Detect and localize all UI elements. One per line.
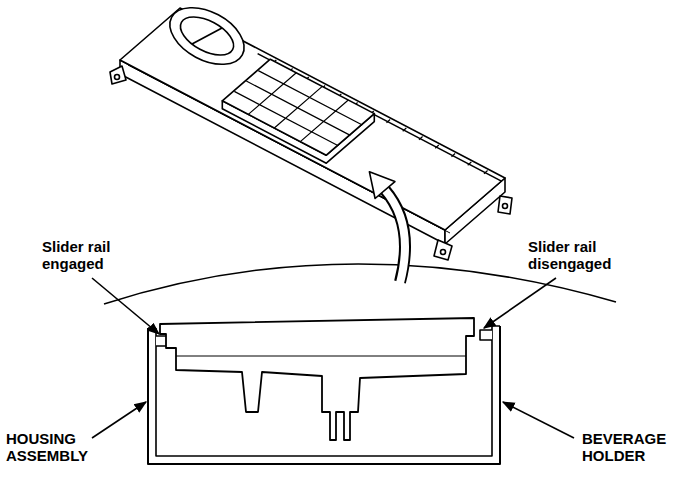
callout-label: HOUSING ASSEMBLY <box>6 430 106 464</box>
leader-line <box>484 278 556 328</box>
callout-label: Slider rail disengaged <box>528 238 632 272</box>
mounting-tab <box>110 66 126 84</box>
cup-ring-inner <box>174 9 239 63</box>
leader-line <box>92 402 146 438</box>
tray-grid <box>234 71 362 146</box>
tab-hole <box>503 204 508 209</box>
mounting-tab <box>434 240 452 260</box>
tray-top <box>222 59 374 155</box>
view-arrowhead <box>369 172 395 199</box>
view-arrow-inner <box>385 190 405 283</box>
holder-section <box>160 318 474 440</box>
label-holder: Slider rail disengaged <box>528 238 632 272</box>
tab-hole <box>115 75 120 80</box>
leader-line <box>92 278 159 334</box>
holder-floor <box>176 356 466 357</box>
rail-disengaged <box>480 330 492 340</box>
view-arrow <box>385 190 405 282</box>
cup-ring-bar <box>192 28 222 44</box>
leader-line <box>503 402 574 438</box>
callout-label: BEVERAGE HOLDER <box>582 430 682 464</box>
callout-label: Slider rail engaged <box>42 238 142 272</box>
mounting-tab <box>498 196 512 214</box>
label-holder: Slider rail engaged <box>42 238 142 272</box>
tab-hole <box>441 250 446 255</box>
label-holder: HOUSING ASSEMBLY <box>6 430 106 464</box>
cup-ring <box>160 0 253 76</box>
label-holder: BEVERAGE HOLDER <box>582 430 682 464</box>
